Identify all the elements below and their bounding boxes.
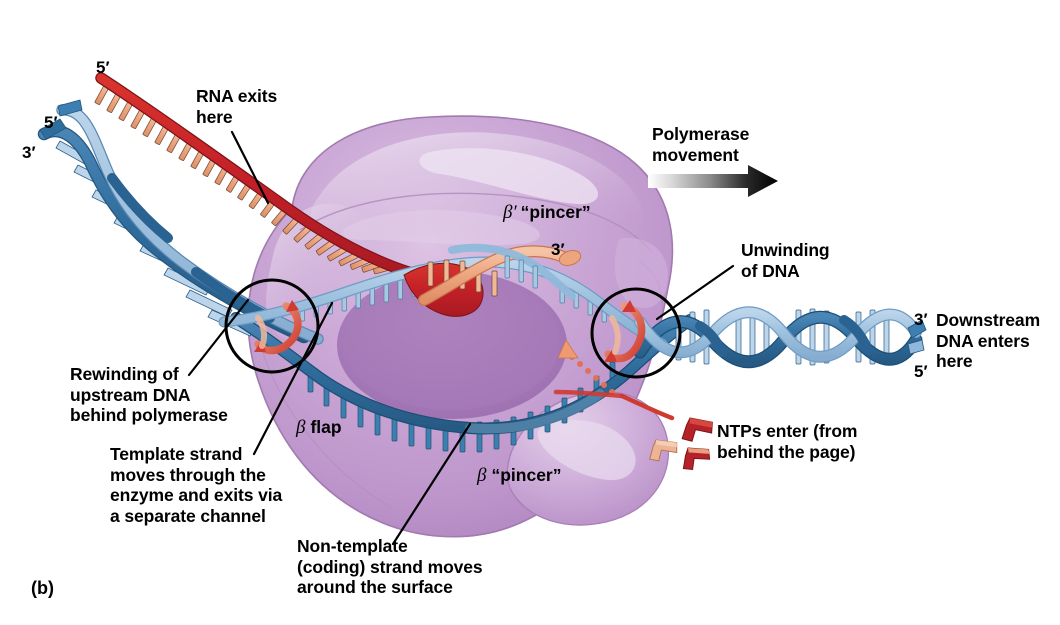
marker-rna-5-prime: 5′ [96, 58, 110, 77]
rna-dna-hybrid [403, 243, 582, 317]
upstream-dna-duplex [37, 99, 324, 345]
leader-lines [187, 130, 735, 546]
label-beta-pincer-greek: β [477, 465, 487, 486]
label-beta-pincer-text: “pincer” [491, 465, 562, 485]
label-ntps-enter: NTPs enter (from behind the page) [717, 421, 858, 462]
label-beta-pincer: β“pincer” [477, 465, 562, 487]
marker-upstream-5-prime: 5′ [44, 113, 58, 132]
marker-downstream-5-prime: 5′ [914, 362, 928, 381]
label-non-template-coding-strand: Non-template (coding) strand moves aroun… [297, 536, 483, 598]
downstream-dna-duplex [633, 306, 927, 369]
rna-transcript-strand [94, 72, 438, 284]
label-unwinding-of-dna: Unwinding of DNA [741, 240, 830, 281]
label-polymerase-movement: Polymerase movement [652, 124, 750, 165]
ntp-entry-path [553, 339, 675, 421]
polymerase-movement-arrow [648, 165, 778, 197]
label-rna-exits-here: RNA exits here [196, 86, 278, 127]
label-beta-flap-greek: β [296, 417, 306, 438]
label-beta-flap-text: flap [310, 417, 342, 437]
label-beta-prime-pincer: β′“pincer” [503, 202, 591, 224]
marker-upstream-3-prime: 3′ [22, 143, 36, 162]
label-beta-prime-pincer-greek: β′ [503, 202, 517, 223]
label-rewinding-upstream-dna: Rewinding of upstream DNA behind polymer… [70, 364, 228, 426]
marker-hybrid-3-prime: 3′ [551, 240, 565, 259]
label-template-strand: Template strand moves through the enzyme… [110, 444, 283, 526]
rna-polymerase-body [247, 115, 674, 538]
label-beta-prime-pincer-text: “pincer” [520, 202, 591, 222]
label-downstream-dna-enters-here: Downstream DNA enters here [936, 310, 1041, 372]
ntp-molecule-glyphs [649, 417, 713, 471]
marker-downstream-3-prime: 3′ [914, 310, 928, 329]
rewinding-callout-circle [224, 278, 320, 374]
panel-tag: (b) [31, 578, 54, 598]
unwinding-callout-circle [590, 287, 682, 379]
